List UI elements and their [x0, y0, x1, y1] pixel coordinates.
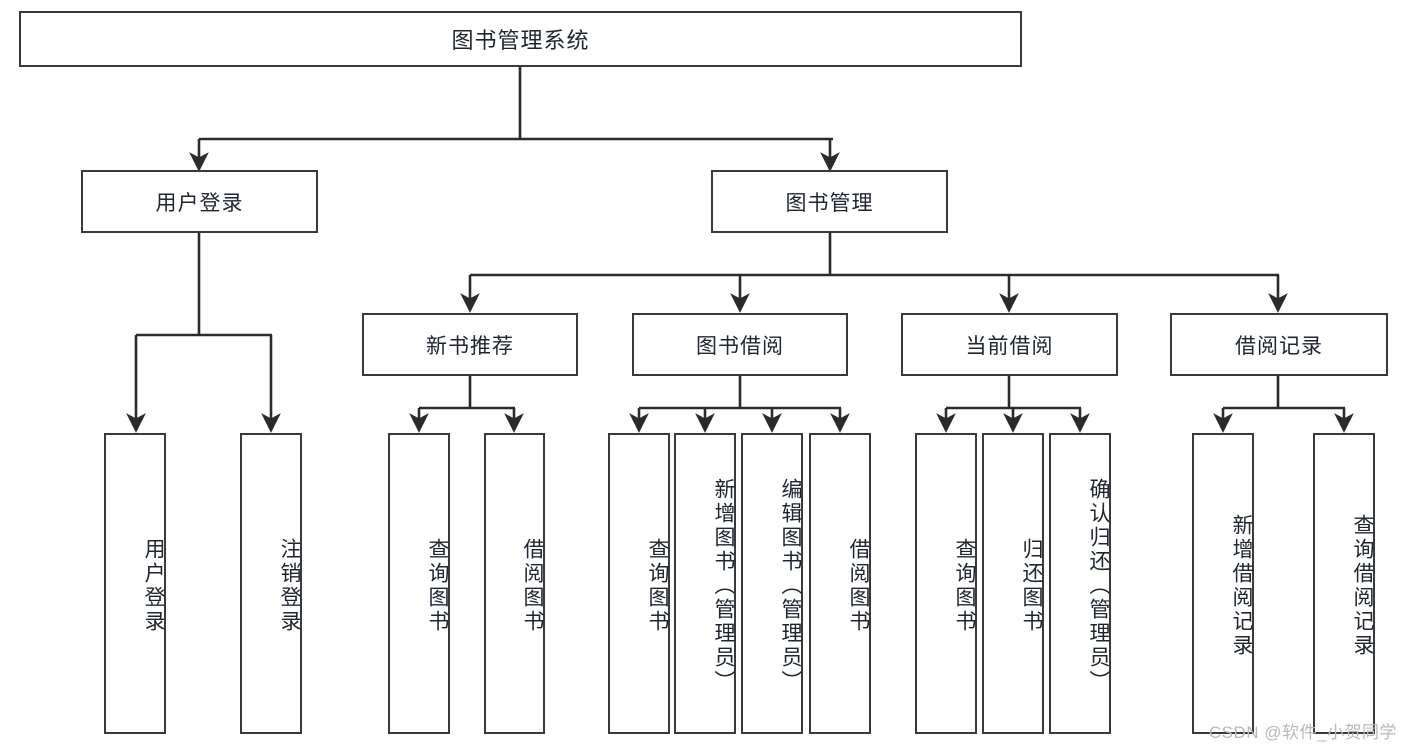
- node-book-borrow[interactable]: 图书借阅: [632, 313, 848, 376]
- node-new-book-recommend[interactable]: 新书推荐: [362, 313, 578, 376]
- leaf-borrow-edit-book-admin[interactable]: 编辑图书（管理员）: [741, 433, 803, 734]
- node-current-borrow[interactable]: 当前借阅: [901, 313, 1118, 376]
- leaf-record-query-record[interactable]: 查询借阅记录: [1313, 433, 1375, 734]
- leaf-user-login-logout[interactable]: 注销登录: [240, 433, 302, 734]
- leaf-current-query-book[interactable]: 查询图书: [915, 433, 977, 734]
- leaf-borrow-add-book-admin[interactable]: 新增图书（管理员）: [674, 433, 736, 734]
- node-borrow-record[interactable]: 借阅记录: [1170, 313, 1388, 376]
- node-book-management[interactable]: 图书管理: [711, 170, 948, 233]
- watermark-csdn: CSDN @软件_小贺同学: [1208, 723, 1397, 742]
- leaf-record-add-record[interactable]: 新增借阅记录: [1192, 433, 1254, 734]
- leaf-recommend-borrow-book[interactable]: 借阅图书: [484, 433, 545, 734]
- leaf-recommend-query-book[interactable]: 查询图书: [388, 433, 450, 734]
- leaf-user-login-login[interactable]: 用户登录: [104, 433, 166, 734]
- leaf-current-confirm-return-admin[interactable]: 确认归还（管理员）: [1049, 433, 1111, 734]
- node-root-system[interactable]: 图书管理系统: [19, 11, 1022, 67]
- leaf-borrow-borrow-book[interactable]: 借阅图书: [809, 433, 871, 734]
- leaf-current-return-book[interactable]: 归还图书: [982, 433, 1044, 734]
- node-user-login[interactable]: 用户登录: [81, 170, 318, 233]
- leaf-borrow-query-book[interactable]: 查询图书: [608, 433, 670, 734]
